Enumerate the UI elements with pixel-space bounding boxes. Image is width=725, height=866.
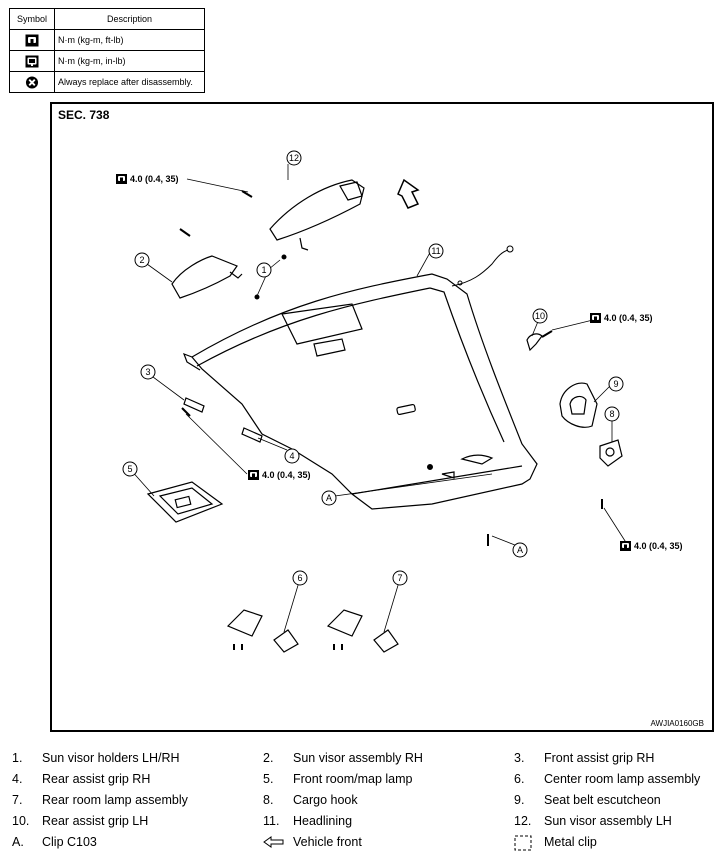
symbol-header: Symbol <box>9 8 55 30</box>
svg-text:A: A <box>517 545 523 555</box>
callout-3: 3 <box>140 364 156 380</box>
headlining-exploded-view: 12 2 1 11 10 9 8 3 4 5 6 7 A A 4.0 (0.4,… <box>116 150 683 653</box>
callouts: 12 2 1 11 10 9 8 3 4 5 6 7 A A <box>122 150 624 586</box>
callout-6: 6 <box>292 570 308 586</box>
symbol-description: Always replace after disassembly. <box>54 71 205 93</box>
figure-code: AWJIA0160GB <box>650 719 704 728</box>
callout-4: 4 <box>284 448 300 464</box>
callout-5: 5 <box>122 461 138 477</box>
diagram-frame: SEC. 738 AWJIA0160GB <box>50 102 714 732</box>
svg-text:9: 9 <box>613 379 618 389</box>
svg-text:4: 4 <box>289 451 294 461</box>
callout-a-1: A <box>321 490 337 506</box>
sun-visor-lh <box>269 179 365 251</box>
symbol-table: Symbol Description N·m (kg-m, ft-lb) N·m… <box>9 8 205 93</box>
svg-text:4.0 (0.4, 35): 4.0 (0.4, 35) <box>130 174 179 184</box>
torque-label-1: 4.0 (0.4, 35) <box>116 174 179 184</box>
cargo-hook <box>599 439 623 467</box>
assist-grips <box>183 333 543 443</box>
callout-a-2: A <box>512 542 528 558</box>
svg-text:5: 5 <box>127 464 132 474</box>
description-header: Description <box>54 8 205 30</box>
svg-text:12: 12 <box>289 153 299 163</box>
svg-text:4.0 (0.4, 35): 4.0 (0.4, 35) <box>604 313 653 323</box>
callout-7: 7 <box>392 570 408 586</box>
svg-text:10: 10 <box>535 311 545 321</box>
svg-text:2: 2 <box>139 255 144 265</box>
svg-text:4.0 (0.4, 35): 4.0 (0.4, 35) <box>262 470 311 480</box>
callout-2: 2 <box>134 252 150 268</box>
seat-belt-escutcheon <box>559 382 598 428</box>
callout-12: 12 <box>286 150 302 166</box>
svg-text:A: A <box>326 493 332 503</box>
front-room-map-lamp <box>146 481 224 523</box>
wiring-harness <box>451 245 514 287</box>
symbol-description: N·m (kg-m, in-lb) <box>54 50 205 72</box>
headlining <box>182 273 538 510</box>
symbol-description: N·m (kg-m, ft-lb) <box>54 29 205 51</box>
leader-lines <box>129 164 628 633</box>
svg-text:6: 6 <box>297 573 302 583</box>
torque-label-3: 4.0 (0.4, 35) <box>248 470 311 480</box>
rear-room-lamp <box>326 609 399 653</box>
section-title: SEC. 738 <box>58 108 110 122</box>
svg-text:4.0 (0.4, 35): 4.0 (0.4, 35) <box>634 541 683 551</box>
callout-11: 11 <box>428 243 444 259</box>
sun-visor-rh <box>171 255 243 299</box>
callout-10: 10 <box>532 308 548 324</box>
callout-8: 8 <box>604 406 620 422</box>
torque-wrench-inlb-icon <box>25 55 39 67</box>
svg-text:7: 7 <box>397 573 402 583</box>
torque-label-4: 4.0 (0.4, 35) <box>620 541 683 551</box>
callout-9: 9 <box>608 376 624 392</box>
torque-wrench-icon <box>25 34 39 46</box>
svg-text:11: 11 <box>431 246 440 256</box>
torque-label-2: 4.0 (0.4, 35) <box>590 313 653 323</box>
screws <box>179 190 603 546</box>
svg-text:1: 1 <box>261 265 266 275</box>
metal-clip-icon <box>514 835 532 851</box>
svg-text:8: 8 <box>609 409 614 419</box>
center-room-lamp <box>226 609 299 653</box>
always-replace-icon <box>25 75 39 89</box>
callout-1: 1 <box>256 262 272 278</box>
svg-text:3: 3 <box>145 367 150 377</box>
vehicle-front-arrow-icon <box>397 178 420 209</box>
vehicle-front-arrow-icon <box>263 836 284 848</box>
